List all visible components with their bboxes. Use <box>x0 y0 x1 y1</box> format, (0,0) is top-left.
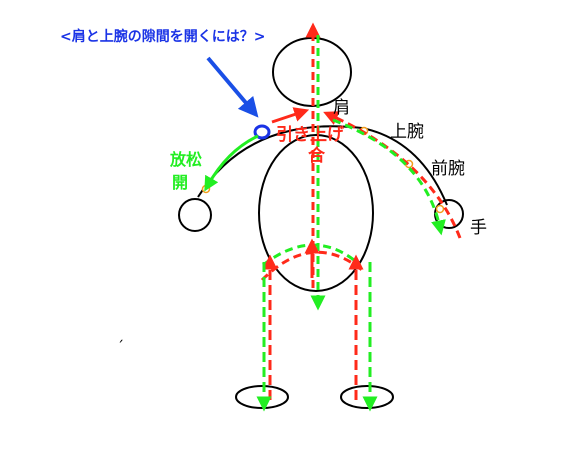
left-hand-outline <box>178 198 212 232</box>
pointer-arrow <box>206 56 259 118</box>
label-relax-line1: 放松 <box>170 150 203 169</box>
green-dashed-right-arm <box>332 118 446 236</box>
label-relax-line2: 開 <box>172 173 189 192</box>
diagram-title: <肩と上腕の隙間を開くには？> <box>60 29 266 45</box>
label-combine: 合 <box>308 146 325 166</box>
label-forearm: 前腕 <box>431 159 465 179</box>
torso-outline <box>258 134 374 292</box>
label-shoulder: 肩 <box>333 98 350 118</box>
shoulder-joint-marker <box>253 124 271 140</box>
right-foot-outline <box>340 385 394 409</box>
red-dashed-right-arm <box>323 111 462 239</box>
stray-mark: ˏ <box>117 327 124 343</box>
left-foot-outline <box>235 385 289 409</box>
label-upper-arm: 上腕 <box>390 122 424 142</box>
label-lift-up: 引き上げ <box>276 125 344 145</box>
lift-arrow-shoulder <box>271 107 310 124</box>
wrist-joint-marker-right <box>435 204 445 214</box>
elbow-joint-marker-left <box>201 184 211 194</box>
relax-arrow-left-arm <box>204 134 259 192</box>
label-hand: 手 <box>470 218 487 238</box>
